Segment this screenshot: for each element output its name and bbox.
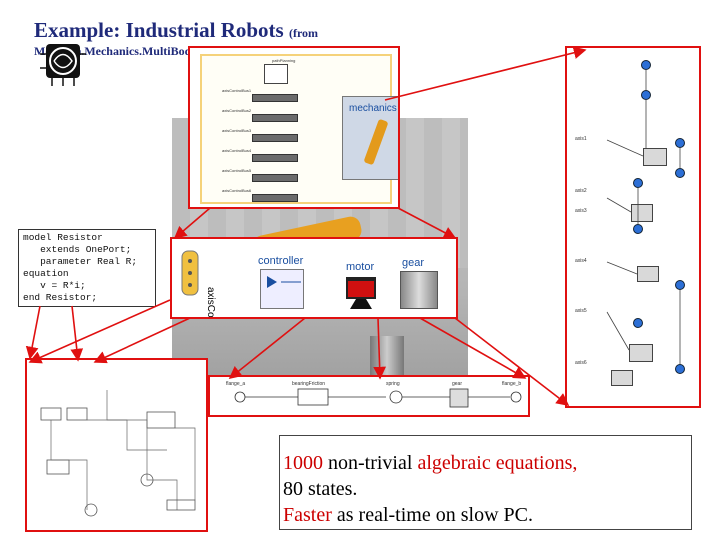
joint-block-3[interactable] [637, 266, 659, 282]
right-axis-label-1: axis1 [575, 136, 587, 142]
axis-block-3[interactable] [252, 134, 298, 142]
drive-train-strip[interactable]: flange_a bearingFriction spring gear fla… [208, 375, 530, 417]
axis-control-bus-label: axisControlBus [205, 287, 216, 317]
axis-block-4[interactable] [252, 154, 298, 162]
motor-label: motor [346, 261, 375, 273]
stats-text-box: 1000 non-trivial algebraic equations, 80… [279, 435, 692, 530]
strip-label-friction: bearingFriction [292, 381, 326, 387]
controller-block[interactable] [260, 269, 304, 309]
mechanics-diagram-canvas: pathPlanning axisControlBus1 axisControl… [200, 54, 398, 204]
motor-icon[interactable] [342, 275, 380, 311]
stats-faster: Faster [283, 504, 332, 526]
gear-block[interactable] [400, 271, 438, 309]
joint-block-5[interactable] [611, 370, 633, 386]
electrical-diagram-window[interactable] [25, 358, 208, 532]
joint-block-4[interactable] [629, 344, 653, 362]
strip-label-flange-a: flange_a [226, 381, 246, 387]
drive-train-line [234, 388, 522, 408]
gear-label: gear [402, 257, 425, 269]
axis-block-6[interactable] [252, 194, 298, 202]
controller-diagram-window[interactable]: axisControlBus controller motor gear [170, 237, 458, 319]
right-axis-label-5: axis5 [575, 308, 587, 314]
robot-arm-icon [363, 118, 389, 166]
modelica-logo-icon [40, 44, 86, 86]
frame-node-3[interactable] [675, 138, 685, 148]
axis-block-2[interactable] [252, 114, 298, 122]
mechanics-label: mechanics [349, 103, 397, 114]
slide-title: Example: Industrial Robots (from [34, 18, 318, 43]
axis-block-1[interactable] [252, 94, 298, 102]
frame-node-5[interactable] [633, 178, 643, 188]
frame-node-8[interactable] [633, 318, 643, 328]
joint-block-1[interactable] [643, 148, 667, 166]
stats-line-1: 1000 non-trivial algebraic equations, [283, 450, 691, 476]
right-axis-label-4: axis4 [575, 258, 587, 264]
slide-title-main: Example: Industrial Robots [34, 18, 284, 42]
frame-node-4[interactable] [675, 168, 685, 178]
right-axis-label-3: axis3 [575, 208, 587, 214]
axes-diagram-window[interactable]: axis1 axis2 axis3 axis4 axis5 axis6 [565, 46, 701, 408]
stats-line-3-rest: as real-time on slow PC. [331, 504, 533, 526]
axis-label-6: axisControlBus6 [222, 188, 252, 193]
axis-label-1: axisControlBus1 [222, 88, 252, 93]
controller-label: controller [258, 255, 304, 267]
stats-line-2: 80 states. [283, 478, 358, 500]
stats-equation-count: 1000 [283, 452, 323, 474]
stats-line-1-mid: non-trivial [323, 452, 418, 474]
stats-line-1-red: algebraic equations, [417, 452, 578, 474]
stats-line-3: Faster as real-time on slow PC. [283, 502, 691, 528]
axis-label-4: axisControlBus4 [222, 148, 252, 153]
slide-title-small: (from [288, 26, 319, 40]
frame-node-9[interactable] [675, 364, 685, 374]
mechanics-block[interactable]: mechanics [342, 96, 398, 180]
frame-node-1[interactable] [641, 60, 651, 70]
right-axis-label-6: axis6 [575, 360, 587, 366]
axis-label-5: axisControlBus5 [222, 168, 252, 173]
frame-node-2[interactable] [641, 90, 651, 100]
bus-connector-icon [181, 250, 199, 296]
resistor-code-box: model Resistor extends OnePort; paramete… [18, 229, 156, 307]
axis-block-5[interactable] [252, 174, 298, 182]
axis-label-3: axisControlBus3 [222, 128, 252, 133]
path-planning-block[interactable] [264, 64, 288, 84]
controller-icon [267, 276, 301, 288]
path-planning-label: pathPlanning [272, 58, 296, 63]
joint-block-2[interactable] [631, 204, 653, 222]
mechanics-diagram-window[interactable]: pathPlanning axisControlBus1 axisControl… [188, 46, 400, 209]
axes-wiring [606, 70, 681, 364]
strip-label-spring: spring [386, 381, 400, 387]
right-axis-label-2: axis2 [575, 188, 587, 194]
frame-node-7[interactable] [675, 280, 685, 290]
frame-node-6[interactable] [633, 224, 643, 234]
electrical-circuit [40, 390, 196, 517]
axis-label-2: axisControlBus2 [222, 108, 252, 113]
